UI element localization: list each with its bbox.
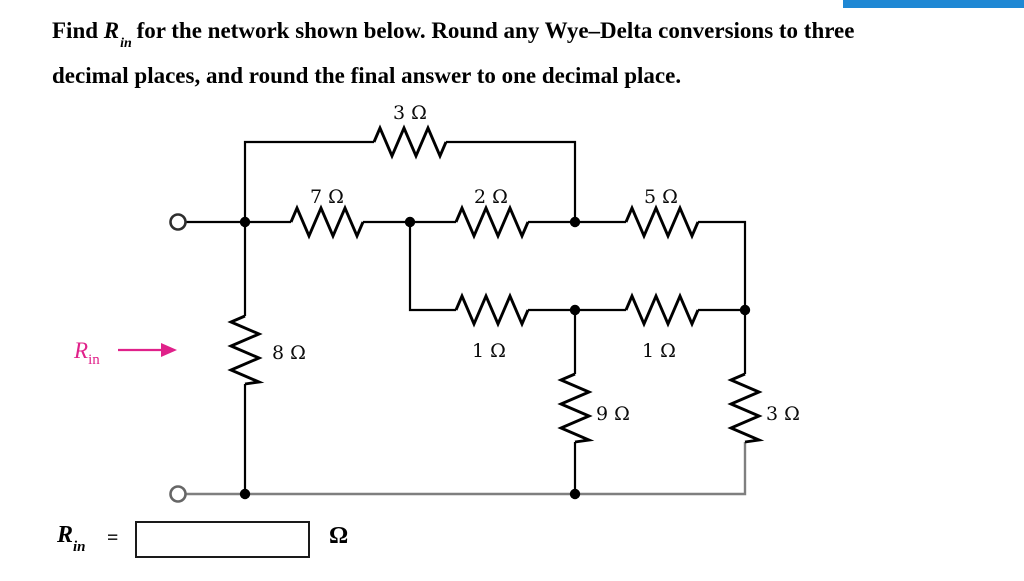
junction-dot: [569, 488, 581, 500]
problem-find-word: Find: [52, 18, 99, 43]
resistor-top-3ohm: [372, 124, 448, 160]
problem-text-1: for the network shown below. Round any W…: [136, 18, 855, 43]
rin-symbol-title: Rin: [103, 18, 132, 51]
resistor-3ohm-right: [727, 372, 765, 444]
answer-equals-sign: =: [107, 527, 119, 549]
answer-input[interactable]: [135, 521, 310, 558]
label-1ohm-right: 1 Ω: [642, 340, 676, 362]
resistor-2ohm: [454, 204, 530, 240]
resistor-9ohm: [557, 372, 595, 444]
label-5ohm: 5 Ω: [644, 186, 678, 208]
problem-line-1: Find Rin for the network shown below. Ro…: [52, 8, 1017, 53]
label-3ohm-top: 3 Ω: [393, 102, 427, 124]
problem-line-2: decimal places, and round the final answ…: [52, 63, 682, 88]
label-9ohm: 9 Ω: [596, 403, 630, 425]
terminal-bottom-icon: [169, 485, 187, 503]
bottom-rail-wire: [186, 442, 747, 496]
terminal-top-icon: [169, 213, 187, 231]
problem-statement: Find Rin for the network shown below. Ro…: [52, 8, 1017, 98]
label-1ohm-left: 1 Ω: [472, 340, 506, 362]
label-2ohm: 2 Ω: [474, 186, 508, 208]
junction-dot: [239, 216, 251, 228]
label-7ohm: 7 Ω: [310, 186, 344, 208]
resistor-7ohm: [289, 204, 365, 240]
rin-pointer-label: Rin: [73, 338, 100, 368]
answer-rin-symbol: Rin: [57, 522, 86, 555]
junction-dot: [569, 304, 581, 316]
resistor-5ohm: [624, 204, 700, 240]
resistor-8ohm: [227, 314, 265, 386]
rin-arrowhead-icon: [161, 343, 177, 357]
resistor-1ohm-right: [624, 292, 700, 328]
resistor-1ohm-left: [454, 292, 530, 328]
label-3ohm-right: 3 Ω: [766, 403, 800, 425]
answer-unit-omega: Ω: [329, 523, 349, 549]
junction-dot: [739, 304, 751, 316]
junction-dot: [239, 488, 251, 500]
label-8ohm: 8 Ω: [272, 342, 306, 364]
junction-dot: [404, 216, 416, 228]
top-accent-bar: [843, 0, 1024, 8]
junction-dot: [569, 216, 581, 228]
